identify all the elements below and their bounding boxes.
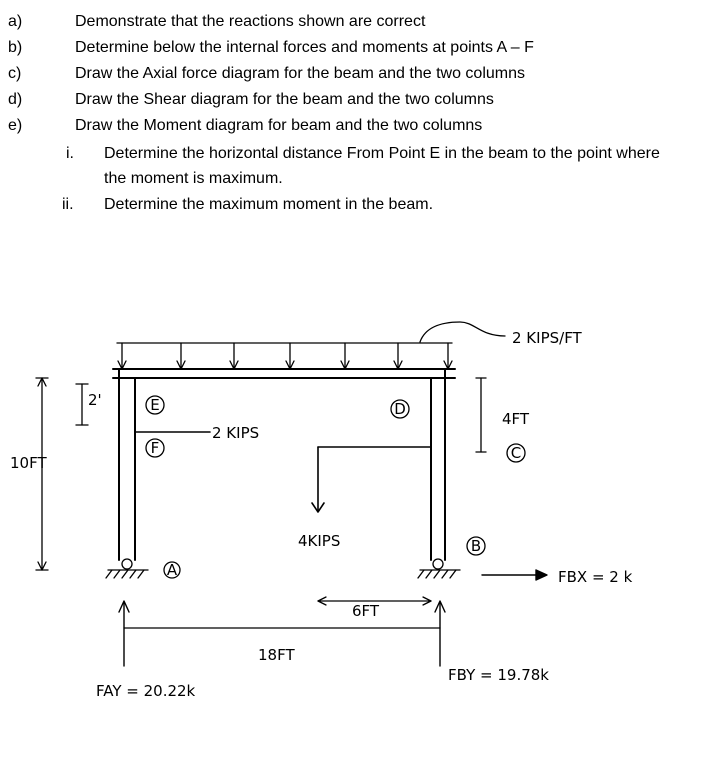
reaction-by-label: FBY = 19.78k xyxy=(448,666,549,684)
pin-support-a xyxy=(105,558,149,579)
subquestion-label: i. xyxy=(66,145,74,162)
frame-diagram: 2 KIPS/FT A B 2 KIPS xyxy=(10,321,633,700)
point-a-label: A xyxy=(167,561,178,579)
dim-4ft xyxy=(475,377,487,453)
dim-2ft-label: 2' xyxy=(88,391,102,409)
point-f-marker: F xyxy=(145,438,165,458)
distributed-load-arrows xyxy=(116,342,453,370)
point-c-marker: C xyxy=(506,443,526,463)
question-label: a) xyxy=(8,13,23,30)
reaction-bx-arrow xyxy=(481,569,548,581)
point-b-marker: B xyxy=(466,536,486,556)
dim-2ft xyxy=(75,383,89,426)
question-text: Demonstrate that the reactions shown are… xyxy=(75,13,426,30)
subquestion-text-continued: the moment is maximum. xyxy=(104,170,283,187)
point-f-label: F xyxy=(151,439,160,457)
right-column xyxy=(430,368,446,561)
point-e-label: E xyxy=(150,396,159,414)
dim-18ft-label: 18FT xyxy=(258,646,295,664)
dim-4ft-label: 4FT xyxy=(502,410,530,428)
question-text: Draw the Shear diagram for the beam and … xyxy=(75,91,494,108)
dim-10ft-label: 10FT xyxy=(10,454,47,472)
question-text: Draw the Axial force diagram for the bea… xyxy=(75,65,525,82)
question-text: Determine below the internal forces and … xyxy=(75,39,534,56)
load-2kips-label: 2 KIPS xyxy=(212,424,259,442)
reaction-ay-label: FAY = 20.22k xyxy=(96,682,196,700)
beam xyxy=(112,368,456,379)
point-d-marker: D xyxy=(390,399,410,419)
question-label: e) xyxy=(8,117,23,134)
bracket-4kip xyxy=(311,446,432,513)
load-4kips-label: 4KIPS xyxy=(298,532,340,550)
load-leader-line xyxy=(419,321,506,343)
dim-6ft-label: 6FT xyxy=(352,602,380,620)
point-e-marker: E xyxy=(145,395,165,415)
question-text: Draw the Moment diagram for beam and the… xyxy=(75,117,483,134)
question-label: b) xyxy=(8,39,23,56)
reaction-ay-arrow xyxy=(118,600,130,667)
point-a-marker: A xyxy=(163,561,181,579)
point-c-label: C xyxy=(511,444,521,462)
subquestion-label: ii. xyxy=(62,196,74,213)
point-d-label: D xyxy=(394,400,406,418)
reaction-bx-label: FBX = 2 k xyxy=(558,568,633,586)
question-label: c) xyxy=(8,65,22,82)
left-column xyxy=(118,369,136,561)
dim-6ft xyxy=(317,596,432,606)
dim-10ft xyxy=(35,377,49,571)
subquestion-text: Determine the horizontal distance From P… xyxy=(104,145,660,162)
pin-support-b xyxy=(417,558,461,579)
point-b-label: B xyxy=(471,537,481,555)
reaction-by-arrow xyxy=(434,600,446,667)
distributed-load-label: 2 KIPS/FT xyxy=(512,329,583,347)
question-label: d) xyxy=(8,91,23,108)
subquestion-text: Determine the maximum moment in the beam… xyxy=(104,196,434,213)
